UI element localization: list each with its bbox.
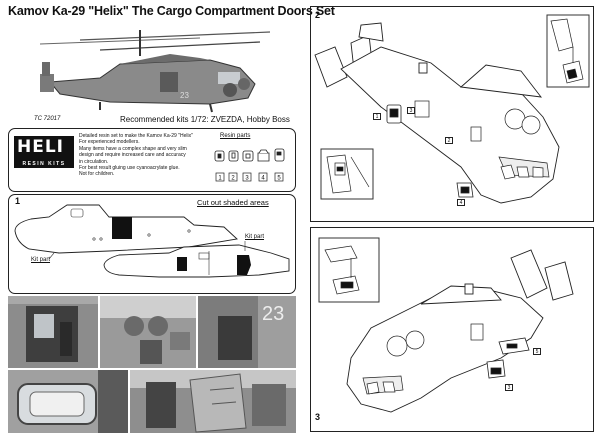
- recommended-kits: Recommended kits 1/72: ZVEZDA, Hobby Bos…: [120, 115, 290, 124]
- callout-5: 5: [533, 348, 541, 355]
- logo-main-text: HELI: [17, 137, 64, 157]
- kit-part-label-right: Kit part: [245, 234, 265, 240]
- photo-open-doors: [130, 370, 296, 433]
- cut-out-label: Cut out shaded areas: [197, 198, 269, 207]
- photo-tail-number: 23: [198, 296, 296, 368]
- resin-parts-title: Resin parts: [220, 133, 251, 139]
- description-line: design and require increased care and ac…: [79, 152, 186, 159]
- resin-parts-drawing: 1 2 3 4 5: [214, 148, 285, 182]
- step-2-panel: 2: [310, 6, 594, 222]
- fuselage-sides-drawing: [14, 204, 290, 278]
- description-line: For experienced modellers.: [79, 139, 140, 146]
- description-line: Not for children.: [79, 171, 115, 178]
- part-number-1: 1: [218, 176, 222, 182]
- step-3-panel: 3 5 3: [310, 227, 594, 432]
- step-2-number: 2: [315, 10, 321, 20]
- callout-2: 2: [445, 137, 453, 144]
- tail-number: 23: [262, 303, 284, 325]
- shaded-area: [177, 257, 187, 271]
- part-number-3: 3: [245, 176, 249, 182]
- shaded-area: [237, 255, 251, 275]
- callout-3: 3: [407, 107, 415, 114]
- reference-photos: 23: [8, 296, 296, 433]
- photo-fuselage-side: [100, 296, 196, 368]
- part-number-5: 5: [277, 176, 281, 182]
- step-1-number: 1: [15, 196, 21, 206]
- heli-logo: HELI RESIN KITS: [14, 136, 74, 168]
- photo-window-frame: [8, 370, 128, 433]
- kit-part-label-left: Kit part: [31, 257, 51, 263]
- description-line: Many items have a complex shape and very…: [79, 145, 187, 152]
- photo-door-interior: [8, 296, 98, 368]
- svg-text:23: 23: [180, 91, 189, 100]
- description: Detailed resin set to make the Kamov Ka-…: [79, 133, 209, 178]
- callout-3: 3: [505, 384, 513, 391]
- helicopter-photo: 23: [40, 30, 270, 113]
- step-1-panel: 1 Cut out shaded areas Kit part Kit part: [8, 194, 296, 294]
- step-2-helicopter-drawing: [314, 14, 590, 204]
- logo-sub-text: RESIN KITS: [22, 161, 66, 167]
- info-box: HELI RESIN KITS Detailed resin set to ma…: [8, 128, 296, 192]
- step-3-number-bottom: 3: [315, 412, 321, 422]
- page-title: Kamov Ka-29 "Helix" The Cargo Compartmen…: [8, 4, 335, 18]
- part-number-4: 4: [261, 176, 265, 182]
- description-line: For best result gluing use cyanoacrylate…: [79, 165, 180, 172]
- shaded-area: [112, 217, 132, 239]
- part-number-2: 2: [231, 176, 235, 182]
- callout-1: 1: [373, 113, 381, 120]
- step-3-helicopter-drawing: [318, 237, 574, 413]
- callout-4: 4: [457, 199, 465, 206]
- description-line: Detailed resin set to make the Kamov Ka-…: [79, 133, 193, 139]
- product-code: TC 72017: [34, 116, 61, 122]
- description-line: in circulation.: [79, 158, 109, 165]
